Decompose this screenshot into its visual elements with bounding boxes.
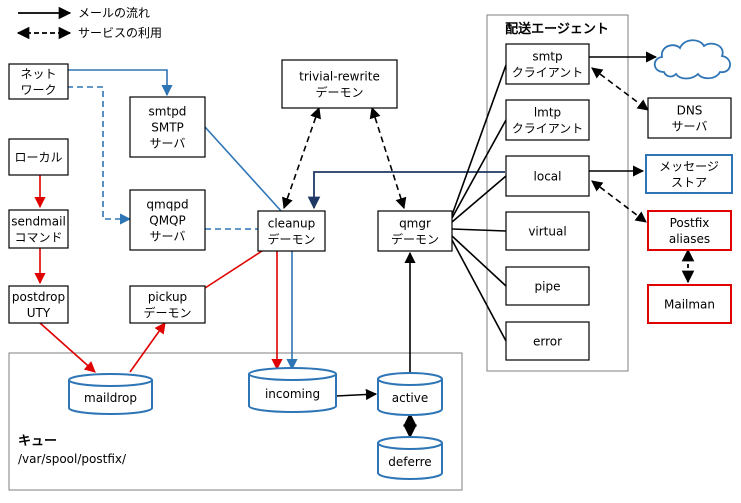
queue-active: active bbox=[377, 372, 443, 416]
node-label: error bbox=[533, 335, 562, 349]
node-label: qmqpd bbox=[146, 198, 188, 212]
node-label: pipe bbox=[535, 280, 561, 294]
node-label: デーモン bbox=[267, 232, 315, 247]
node-label: ワーク bbox=[20, 83, 56, 97]
queue-label: active bbox=[392, 391, 428, 405]
edge-network-smtpd bbox=[67, 69, 173, 97]
legend: メールの流れ サービスの利用 bbox=[16, 6, 162, 40]
queue-title: キュー bbox=[18, 434, 57, 449]
queue-label: maildrop bbox=[84, 391, 137, 405]
node-label: lmtp bbox=[534, 106, 561, 120]
node-label: クライアント bbox=[512, 122, 584, 136]
node-label: DNS bbox=[677, 104, 703, 118]
node-label: サーバ bbox=[672, 120, 708, 134]
node-label: コマンド bbox=[14, 231, 62, 245]
node-label: sendmail bbox=[11, 215, 66, 229]
node-label: サーバ bbox=[150, 230, 186, 244]
node-lmtp: lmtp クライアント bbox=[505, 99, 590, 141]
edge-maildrop-pickup bbox=[129, 322, 166, 373]
edge-incoming-active bbox=[335, 388, 378, 401]
node-label: Postfix bbox=[670, 216, 710, 230]
legend-mail-flow-label: メールの流れ bbox=[78, 6, 150, 20]
node-pipe: pipe bbox=[505, 266, 590, 306]
node-label: サーバ bbox=[150, 137, 186, 151]
node-label: smtpd bbox=[149, 105, 187, 119]
node-smtp: smtp クライアント bbox=[505, 43, 590, 85]
node-local-src: ローカル bbox=[8, 138, 69, 176]
node-label: Mailman bbox=[664, 298, 715, 312]
node-label: cleanup bbox=[268, 217, 316, 231]
node-label: aliases bbox=[669, 232, 710, 246]
node-local: local bbox=[505, 155, 590, 197]
node-label: smtp bbox=[532, 50, 562, 64]
node-label: postdrop bbox=[12, 290, 65, 304]
node-label: trivial-rewrite bbox=[299, 70, 380, 84]
node-label: qmgr bbox=[399, 217, 431, 231]
node-label: ローカル bbox=[14, 151, 62, 165]
edge-trivial-qmgr bbox=[369, 106, 407, 210]
edge-trivial-cleanup bbox=[282, 106, 321, 210]
delivery-agents-title: 配送エージェント bbox=[505, 21, 609, 37]
node-label: UTY bbox=[27, 306, 51, 320]
node-label: デーモン bbox=[315, 85, 363, 100]
node-error: error bbox=[505, 321, 590, 361]
edge-smtpd-cleanup bbox=[204, 126, 283, 213]
node-dns: DNS サーバ bbox=[647, 97, 732, 139]
node-label: local bbox=[534, 170, 562, 184]
edge-postdrop-maildrop bbox=[39, 322, 96, 373]
queue-incoming: incoming bbox=[248, 367, 337, 413]
node-label: メッセージ bbox=[659, 160, 719, 174]
edge-network-qmqpd bbox=[67, 86, 132, 225]
node-postfix-aliases: Postfix aliases bbox=[647, 210, 732, 251]
queue-label: incoming bbox=[265, 387, 320, 401]
node-label: SMTP bbox=[151, 121, 184, 135]
edge-pickup-cleanup bbox=[204, 250, 263, 289]
node-label: pickup bbox=[148, 290, 187, 304]
node-label: QMQP bbox=[149, 214, 185, 228]
node-label: ストア bbox=[671, 176, 707, 190]
node-label: ネット bbox=[20, 67, 56, 81]
internet-cloud-icon bbox=[653, 39, 731, 80]
queue-label: deferre bbox=[388, 455, 431, 469]
qmgr-agent-fan bbox=[451, 64, 507, 342]
node-label: virtual bbox=[528, 225, 566, 239]
node-label: クライアント bbox=[512, 66, 584, 80]
queue-maildrop: maildrop bbox=[68, 373, 153, 415]
node-label: デーモン bbox=[143, 305, 191, 320]
node-sendmail: sendmail コマンド bbox=[8, 209, 69, 249]
queue-group bbox=[8, 352, 463, 491]
node-label: デーモン bbox=[391, 232, 439, 247]
legend-service-label: サービスの利用 bbox=[78, 26, 162, 40]
edge-local-aliases bbox=[591, 180, 647, 223]
queue-deferre: deferre bbox=[377, 436, 443, 480]
edge-smtp-dns bbox=[591, 67, 649, 111]
edge-local-cleanup bbox=[307, 171, 505, 210]
queue-path: /var/spool/postfix/ bbox=[18, 452, 127, 466]
node-mailman: Mailman bbox=[647, 284, 732, 324]
node-virtual: virtual bbox=[505, 211, 590, 251]
